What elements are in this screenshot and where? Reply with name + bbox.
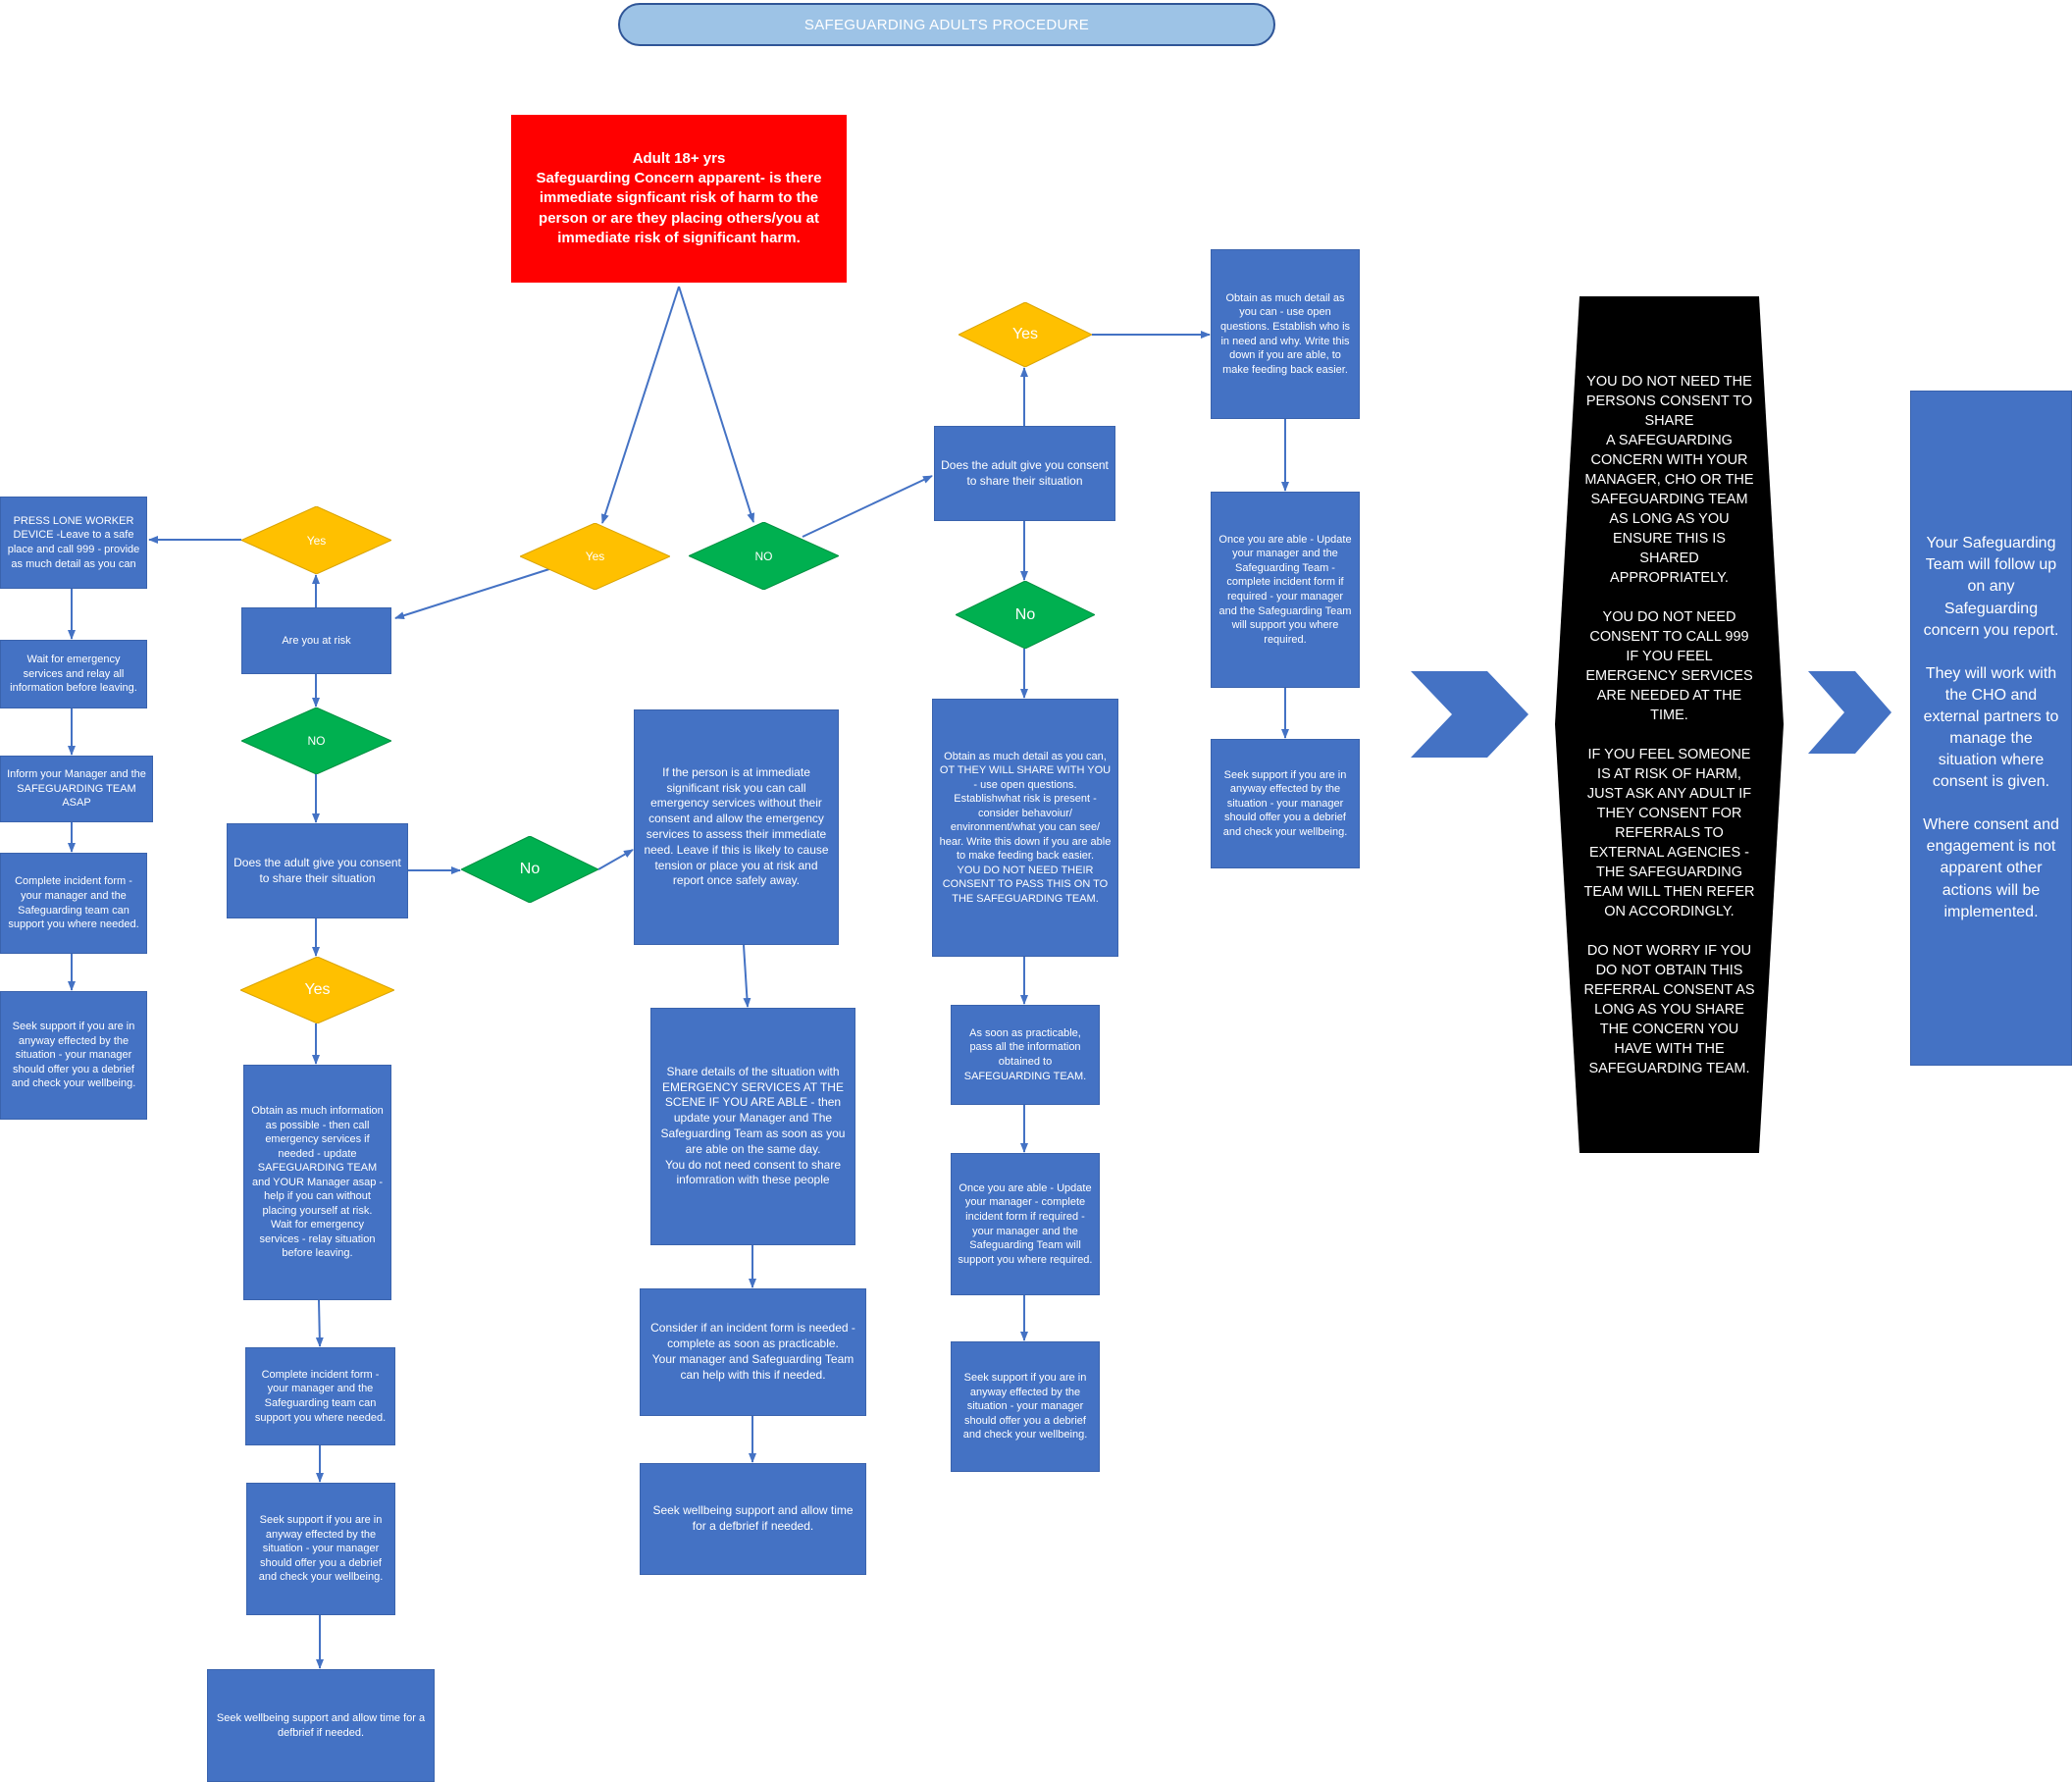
chevron-arrow-icon [1411, 671, 1528, 758]
diamond-shape [956, 581, 1095, 649]
decision-label: No [519, 861, 541, 877]
diamond-shape [520, 523, 670, 590]
decision-label: NO [754, 549, 773, 563]
page-title: SAFEGUARDING ADULTS PROCEDURE [618, 3, 1275, 46]
decision-label: NO [307, 734, 326, 748]
seek-support-step-left: Seek support if you are in anyway effect… [0, 991, 147, 1120]
diamond-shape [958, 302, 1092, 367]
start-safeguarding-concern: Adult 18+ yrs Safeguarding Concern appar… [511, 115, 847, 283]
hexagon-shape [1555, 296, 1784, 1153]
no-immediate-risk-decision: NO [689, 522, 839, 590]
wellbeing-support-step-left: Seek wellbeing support and allow time fo… [207, 1669, 435, 1782]
diamond-shape [689, 522, 839, 590]
diamond-shape [241, 506, 391, 574]
share-details-step: Share details of the situation with EMER… [650, 1008, 855, 1245]
connector-arrow [678, 286, 755, 523]
decision-label: No [1014, 605, 1036, 623]
consent-question-right: Does the adult give you consent to share… [934, 426, 1115, 521]
obtain-detail-consent-step: Obtain as much detail as you can - use o… [1211, 249, 1360, 419]
pass-information-step: As soon as practicable, pass all the inf… [951, 1005, 1100, 1105]
obtain-detail-no-consent-step: Obtain as much detail as you can, OT THE… [932, 699, 1118, 957]
decision-label: Yes [1011, 326, 1039, 342]
chevron-arrow-icon [1808, 671, 1891, 754]
seek-support-consent-step: Seek support if you are in anyway effect… [1211, 739, 1360, 868]
consent-question-left: Does the adult give you consent to share… [227, 823, 408, 918]
connector-arrow [743, 944, 751, 1008]
are-you-at-risk-question: Are you at risk [241, 607, 391, 674]
decision-label: Yes [585, 550, 605, 563]
connector-arrow [600, 286, 680, 524]
consent-guidance-panel: YOU DO NOT NEED THE PERSONS CONSENT TO S… [1555, 296, 1784, 1153]
immediate-significant-risk-info: If the person is at immediate significan… [634, 709, 839, 945]
yes-consent-decision-right: Yes [958, 302, 1092, 367]
consent-guidance-text: YOU DO NOT NEED THE PERSONS CONSENT TO S… [1583, 373, 1755, 1076]
safeguarding-team-follow-up-info: Your Safeguarding Team will follow up on… [1910, 391, 2072, 1066]
diamond-shape [241, 708, 391, 774]
diamond-shape [240, 957, 394, 1023]
no-consent-decision-right: No [956, 581, 1095, 649]
seek-support-no-consent-step: Seek support if you are in anyway effect… [951, 1341, 1100, 1472]
consider-incident-form-step: Consider if an incident form is needed -… [640, 1288, 866, 1416]
chevron-arrow-shape [1411, 671, 1528, 758]
yes-consent-decision-left: Yes [240, 957, 394, 1023]
decision-label: Yes [304, 981, 331, 998]
no-consent-decision-left: No [461, 836, 598, 903]
inform-manager-step: Inform your Manager and the SAFEGUARDING… [0, 756, 153, 822]
connector-arrow [315, 1299, 324, 1347]
incident-form-step-left-2: Complete incident form - your manager an… [245, 1347, 395, 1445]
wait-for-emergency-services-step: Wait for emergency services and relay al… [0, 640, 147, 708]
yes-immediate-risk-decision: Yes [520, 523, 670, 590]
obtain-information-step-left: Obtain as much information as possible -… [243, 1065, 391, 1300]
update-manager-no-consent-step: Once you are able - Update your manager … [951, 1153, 1100, 1295]
decision-label: Yes [306, 533, 327, 548]
wellbeing-support-step-center: Seek wellbeing support and allow time fo… [640, 1463, 866, 1575]
incident-form-step-left: Complete incident form - your manager an… [0, 853, 147, 954]
no-self-risk-decision: NO [241, 708, 391, 774]
diamond-shape [461, 836, 598, 903]
chevron-arrow-shape [1808, 671, 1891, 754]
seek-support-step-left-2: Seek support if you are in anyway effect… [246, 1483, 395, 1615]
yes-self-risk-decision: Yes [241, 506, 391, 574]
update-manager-consent-step: Once you are able - Update your manager … [1211, 492, 1360, 688]
press-lone-worker-device-step: PRESS LONE WORKER DEVICE -Leave to a saf… [0, 497, 147, 589]
connector-arrow [597, 849, 634, 870]
